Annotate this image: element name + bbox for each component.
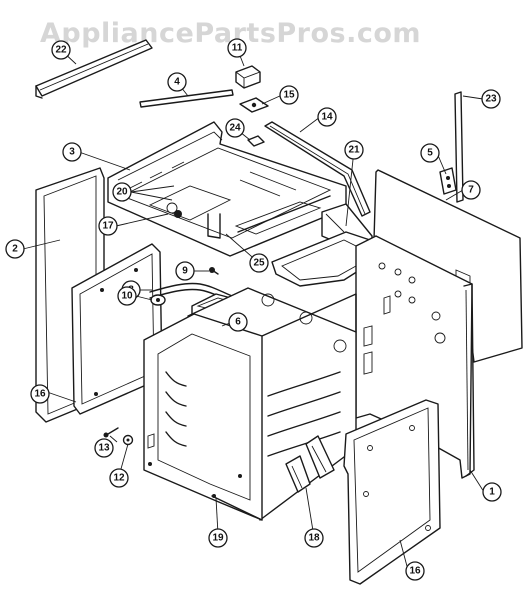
svg-text:17: 17	[102, 221, 114, 232]
svg-text:7: 7	[468, 185, 474, 196]
svg-text:5: 5	[427, 148, 433, 159]
callout-19: 19	[208, 528, 228, 548]
part-16-lower-rear-panel	[343, 399, 441, 585]
svg-text:6: 6	[235, 317, 241, 328]
part-19-trim	[211, 494, 263, 521]
callout-2: 2	[5, 239, 25, 259]
svg-text:3: 3	[69, 147, 75, 158]
svg-text:14: 14	[321, 112, 333, 123]
part-9-screw	[209, 267, 219, 275]
oven-cavity	[143, 287, 357, 521]
svg-text:10: 10	[121, 291, 133, 302]
part-5-bracket	[439, 167, 457, 195]
callout-16-left: 16	[30, 384, 50, 404]
svg-text:12: 12	[113, 473, 125, 484]
svg-text:20: 20	[116, 187, 128, 198]
callout-18: 18	[304, 528, 324, 548]
svg-text:22: 22	[55, 45, 67, 56]
part-18-hinge	[285, 435, 335, 493]
callout-17: 17	[98, 216, 118, 236]
callout-6: 6	[228, 312, 248, 332]
callout-7: 7	[461, 180, 481, 200]
callout-24: 24	[225, 118, 245, 138]
svg-text:24: 24	[229, 123, 241, 134]
part-10-valve	[150, 294, 166, 306]
callout-14: 14	[317, 107, 337, 127]
part-12-washer	[122, 434, 134, 446]
svg-text:9: 9	[182, 266, 188, 277]
svg-text:1: 1	[489, 487, 495, 498]
svg-text:16: 16	[409, 566, 421, 577]
callout-21: 21	[344, 140, 364, 160]
callout-5: 5	[420, 143, 440, 163]
svg-text:15: 15	[283, 90, 295, 101]
part-13-screw	[103, 427, 119, 438]
callout-13: 13	[94, 438, 114, 458]
svg-text:4: 4	[174, 77, 180, 88]
svg-text:23: 23	[485, 94, 497, 105]
callout-10: 10	[117, 286, 137, 306]
callout-16-right: 16	[405, 561, 425, 581]
part-14-trim	[264, 121, 371, 217]
callout-3: 3	[62, 142, 82, 162]
part-11-switch	[235, 65, 261, 89]
callout-23: 23	[481, 89, 501, 109]
part-15-bracket	[239, 97, 269, 113]
callout-12: 12	[109, 468, 129, 488]
svg-text:21: 21	[348, 145, 360, 156]
callout-4: 4	[167, 72, 187, 92]
svg-text:16: 16	[34, 389, 46, 400]
part-22-trim-bar	[35, 39, 153, 99]
svg-text:18: 18	[308, 533, 320, 544]
callout-11: 11	[227, 38, 247, 58]
callout-1: 1	[482, 482, 502, 502]
part-3-top-frame	[107, 121, 347, 257]
callout-9: 9	[175, 261, 195, 281]
svg-text:13: 13	[98, 443, 110, 454]
svg-text:25: 25	[253, 258, 265, 269]
part-24-fastener	[247, 135, 265, 147]
callout-22: 22	[51, 40, 71, 60]
svg-text:19: 19	[212, 533, 224, 544]
svg-text:11: 11	[232, 43, 243, 54]
part-23-rod	[454, 91, 464, 203]
callout-20: 20	[112, 182, 132, 202]
part-4-rod	[139, 89, 234, 108]
callout-15: 15	[279, 85, 299, 105]
svg-text:2: 2	[12, 244, 18, 255]
callout-25: 25	[249, 253, 269, 273]
